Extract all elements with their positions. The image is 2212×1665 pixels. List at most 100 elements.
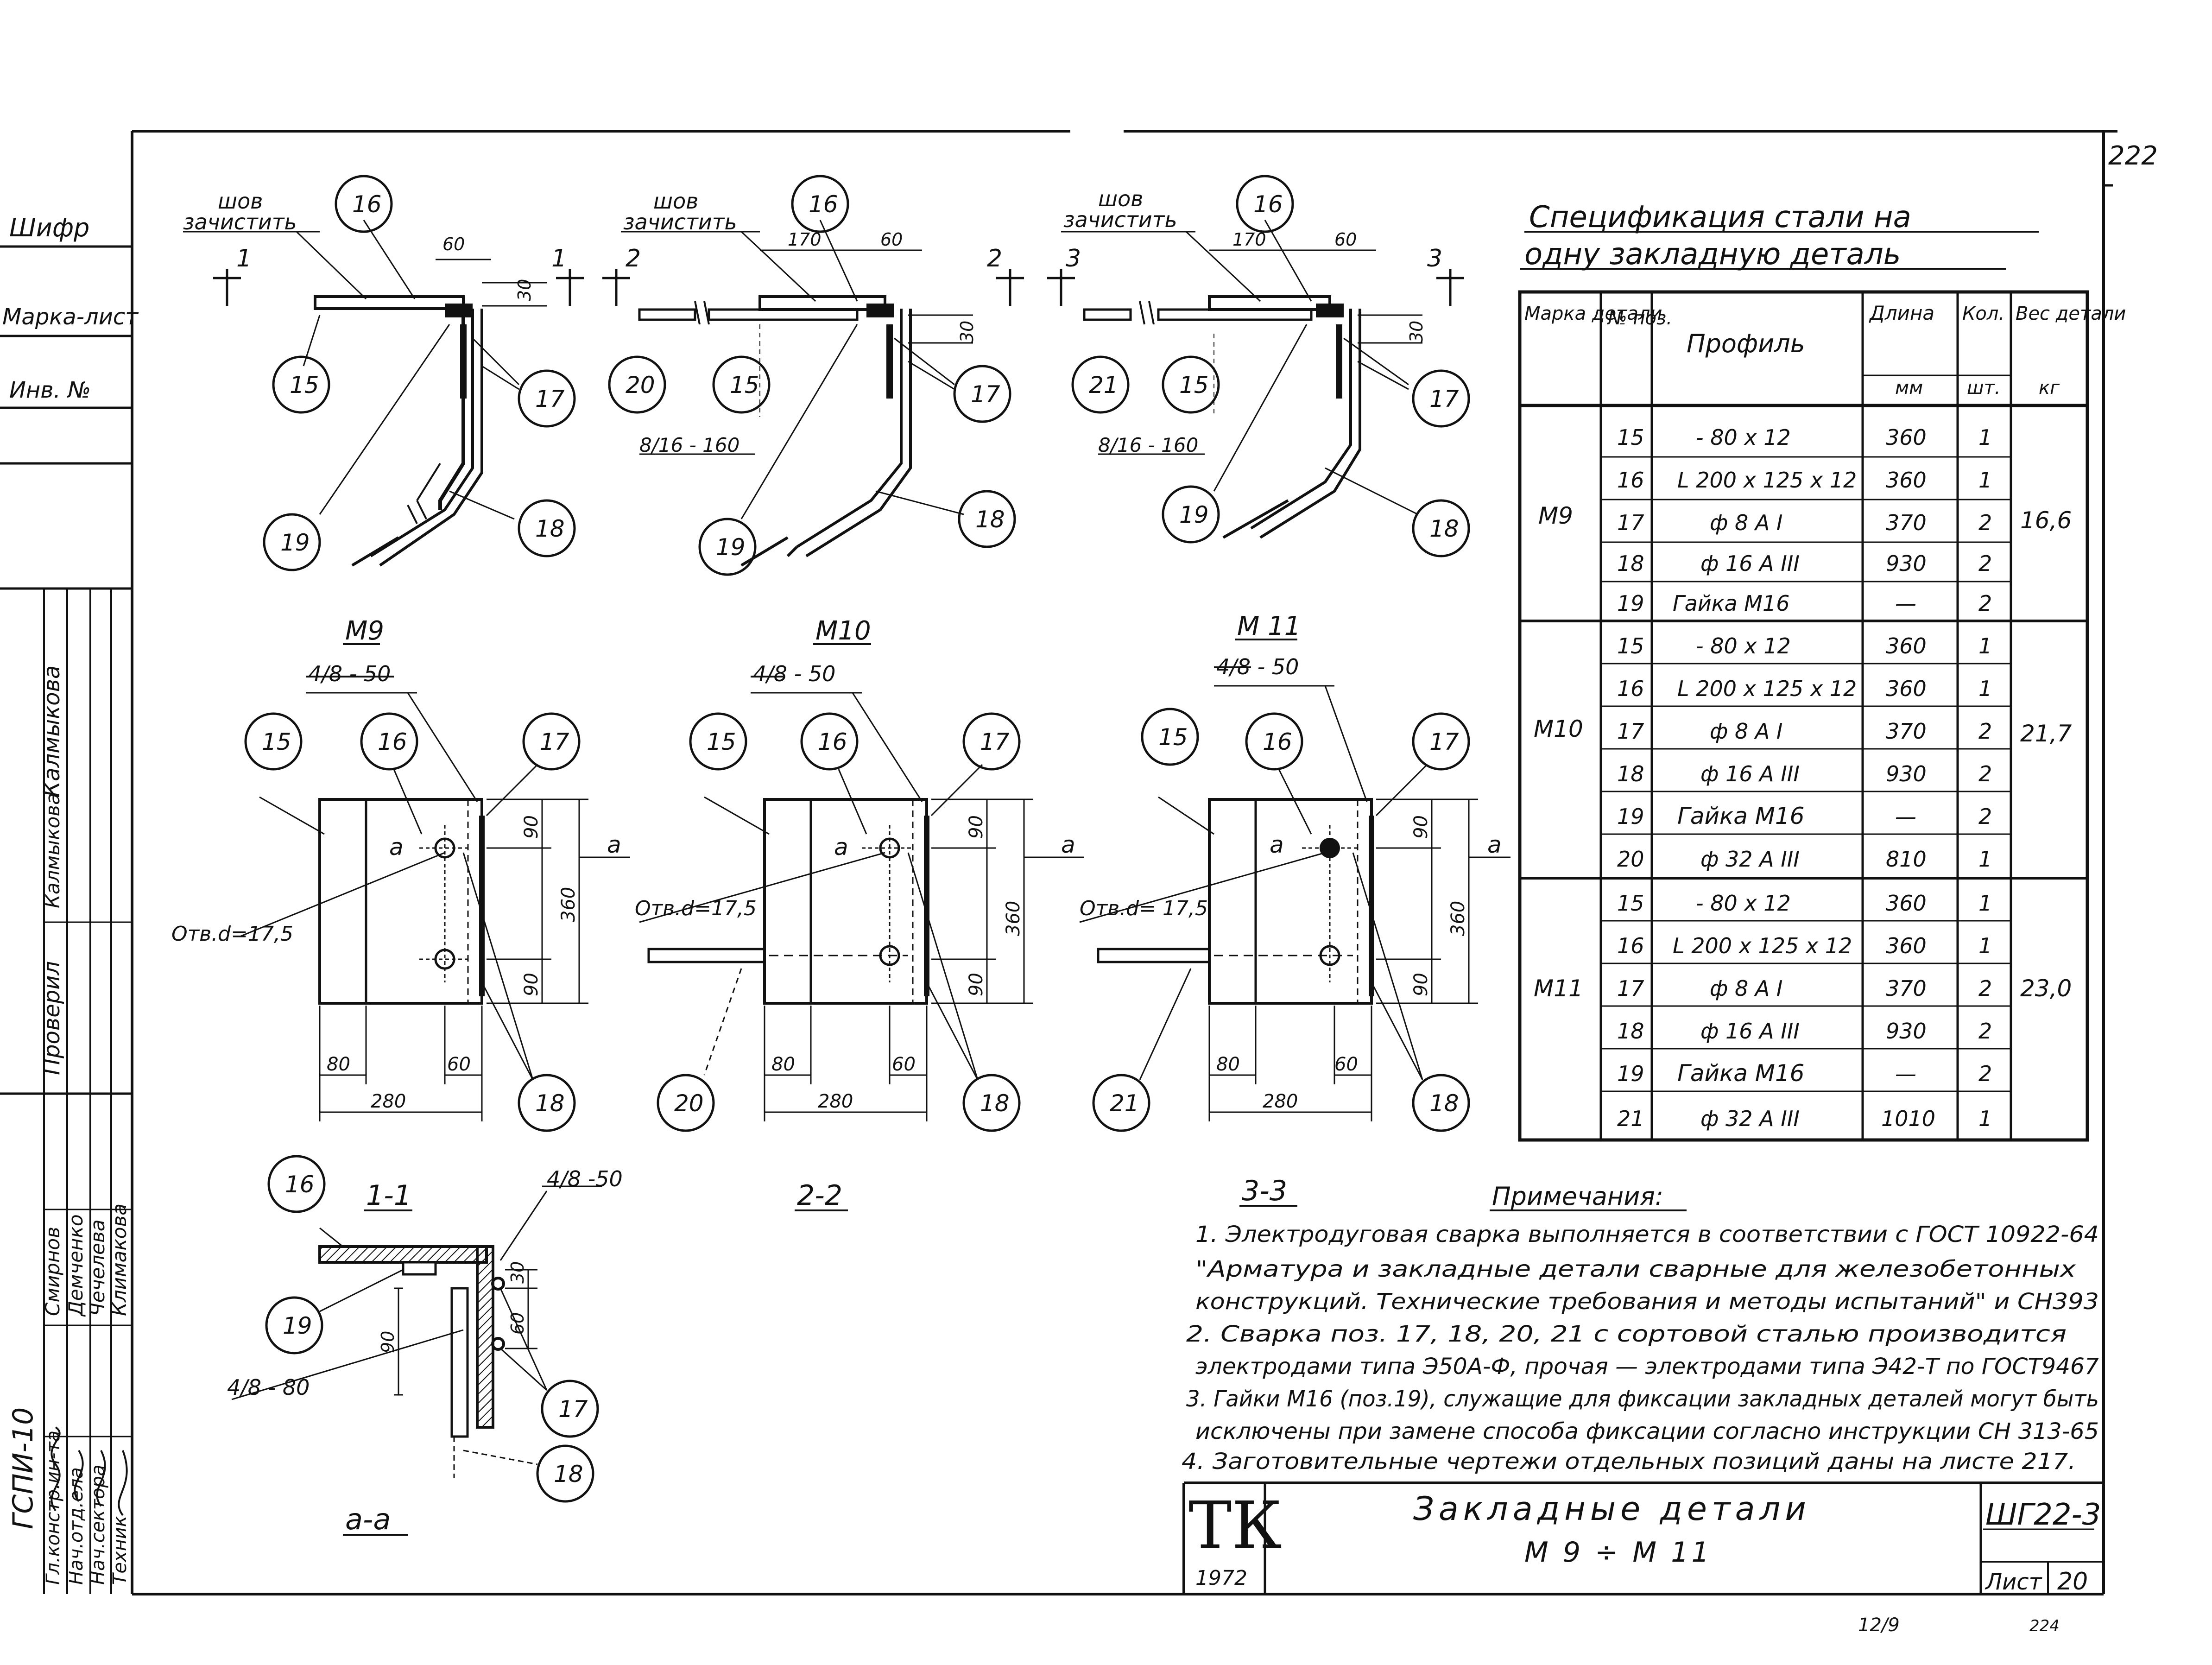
title-block [1182,1481,2104,1594]
section-2-weld-note: 8/16 - 160 [639,434,739,456]
spec-m11-pos-2: 16 [1617,933,1644,958]
section-2-drawing [602,175,1024,576]
plan-m9-dim-90b: 90 [521,973,542,996]
s3-callout-15: 15 [1179,372,1209,399]
plan-m9-dim-280: 280 [371,1091,406,1112]
plan-m10-callout-20: 20 [674,1090,704,1117]
spec-m9-pos-1: 15 [1617,425,1644,450]
spec-m10-profile-4: ф 16 А III [1700,761,1800,786]
spec-table-grid [1518,290,2089,1142]
plan-m10-callout-18: 18 [980,1090,1010,1117]
notes-line-6: 3. Гайки М16 (поз.19), служащие для фикс… [1186,1386,2099,1412]
s2-callout-17: 17 [971,381,1000,408]
plan-m11-callout-16: 16 [1263,728,1292,755]
section-1-dim-60: 60 [442,234,465,254]
notes-title: Примечания: [1492,1182,1663,1211]
spec-header-qty-unit: шт. [1967,377,2001,399]
stamp-checked-name2: Калмыкова [41,793,64,908]
spec-m9-len-2: 360 [1886,468,1927,493]
notes-line-1: 1. Электродуговая сварка выполняется в с… [1195,1222,2099,1247]
spec-m9-pos-4: 18 [1617,551,1644,576]
spec-header-weight: Вес детали [2016,303,2126,324]
spec-m11-len-4: 930 [1886,1019,1927,1044]
footer-left: 12/9 [1858,1614,1900,1636]
spec-m9-len-4: 930 [1886,551,1927,576]
notes-line-2: "Арматура и закладные детали сварные для… [1195,1256,2076,1282]
view-aa-drawing [231,1155,602,1503]
spec-m11-pos-3: 17 [1617,976,1644,1001]
plan-m10-drawing [639,676,1084,1132]
spec-m9-profile-4: ф 16 А III [1700,551,1800,576]
s1-callout-15: 15 [290,372,319,399]
title-sheet-no: 20 [2057,1568,2088,1595]
plan-m10-title: М10 [815,616,871,646]
title-code: ШГ22-3 [1985,1498,2101,1532]
section-2-dim-30: 30 [957,321,977,343]
spec-m10-qty-2: 1 [1978,676,1992,701]
stamp-inv-no: Инв. № [9,377,91,403]
signature-1 [51,1426,61,1512]
spec-m11-len-6: 1010 [1881,1106,1935,1131]
spec-m11-pos-1: 15 [1617,891,1644,916]
sheet-frame [131,130,2117,1595]
spec-m9-len-3: 370 [1886,510,1927,535]
plan-m10-dim-90a: 90 [966,815,987,839]
spec-m10-len-5: — [1895,804,1916,829]
plan-m9-callout-17: 17 [540,728,569,755]
section-1-label-right: 1 [551,245,567,272]
spec-m10-len-2: 360 [1886,676,1927,701]
stamp-name-4: Климакова [108,1203,131,1316]
s3-callout-21: 21 [1089,372,1119,399]
aa-callout-18: 18 [554,1461,583,1488]
section-3-label-right: 3 [1427,245,1442,272]
view-2-2-title: 2-2 [797,1179,842,1212]
spec-header-pos: № поз. [1607,308,1672,329]
s3-callout-16: 16 [1253,191,1283,218]
s3-callout-18: 18 [1429,515,1459,542]
s2-callout-18: 18 [975,506,1005,533]
s1-callout-18: 18 [535,515,565,542]
notes-line-3: конструкций. Технические требования и ме… [1195,1289,2099,1315]
plan-m9-callout-15: 15 [262,728,291,755]
view-aa-dim-90: 90 [378,1331,398,1353]
view-aa-dim-60: 60 [507,1312,528,1335]
spec-m10-profile-2: L 200 x 125 x 12 [1677,676,1857,701]
plan-m9-dim-60: 60 [447,1054,471,1075]
stamp-name-3: Чечелева [86,1220,109,1316]
spec-header-length: Длина [1869,302,1934,324]
spec-m11-profile-1: - 80 x 12 [1696,891,1791,916]
spec-m11-pos-4: 18 [1617,1019,1644,1044]
spec-header-qty: Кол. [1962,303,2004,324]
title-sheet-label: Лист [1984,1569,2043,1595]
spec-m11-qty-4: 2 [1978,1019,1992,1044]
plan-m9-dim-360: 360 [558,887,579,922]
plan-m11-callout-15: 15 [1158,724,1188,751]
plan-m10-hole: Отв.d=17,5 [635,897,757,920]
section-2-label-left: 2 [626,245,641,272]
plan-m9-title: М9 [345,616,384,646]
notes-line-8: 4. Заготовительные чертежи отдельных поз… [1182,1449,2076,1475]
spec-m11-profile-4: ф 16 А III [1700,1019,1800,1044]
left-stamp [0,245,132,1594]
plan-m9-callout-16: 16 [378,728,407,755]
stamp-name-1: Смирнов [41,1227,64,1316]
section-3-drawing [1047,175,1470,557]
spec-m9-len-5: — [1895,591,1916,616]
spec-m10-len-3: 370 [1886,719,1927,744]
spec-header-mark: Марка детали [1524,303,1662,324]
spec-m9-qty-5: 2 [1978,591,1992,616]
plan-m9-drawing [240,676,630,1132]
spec-m9-pos-3: 17 [1617,510,1644,535]
view-aa-weld1: 4/8 -50 [547,1166,623,1191]
spec-m9-qty-3: 2 [1978,510,1992,535]
stamp-checked-label: Проверил [39,961,65,1075]
spec-m10-pos-4: 18 [1617,761,1644,786]
spec-m9-profile-2: L 200 x 125 x 12 [1677,468,1857,493]
spec-m10-profile-1: - 80 x 12 [1696,633,1791,658]
spec-m9-qty-1: 1 [1978,425,1992,450]
plan-m11-dim-90b: 90 [1410,973,1432,996]
